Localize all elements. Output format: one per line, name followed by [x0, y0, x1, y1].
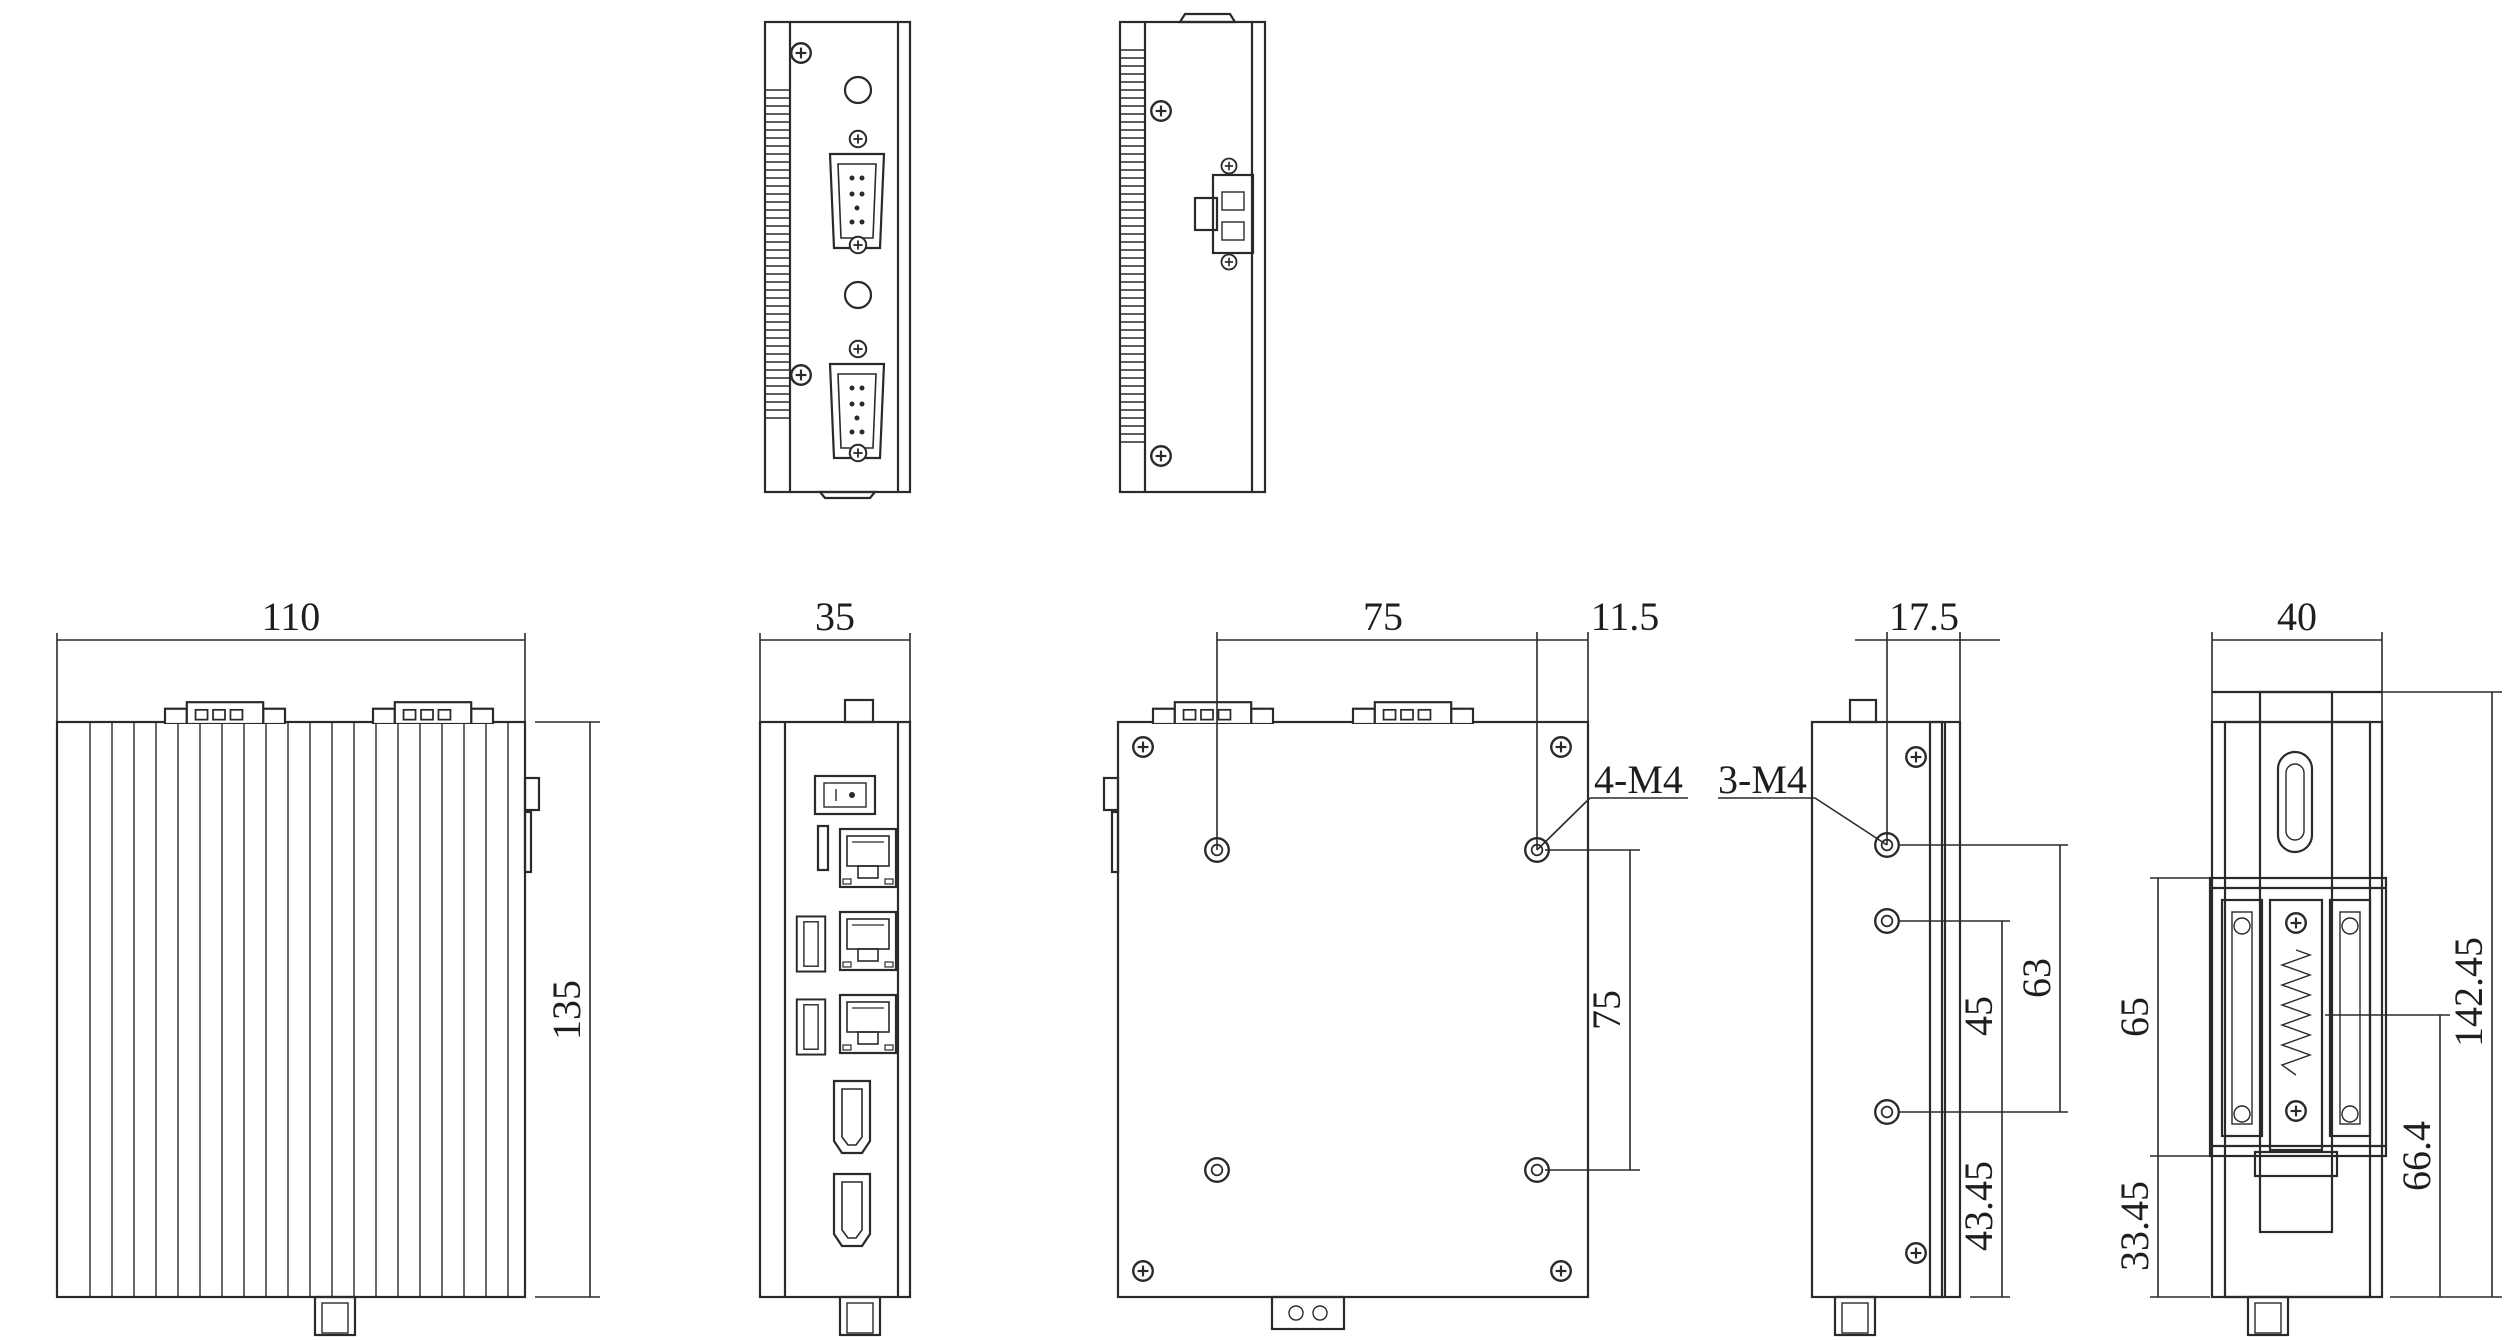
hdmi-port-icon: [832, 1172, 872, 1248]
ethernet-port-icon: [838, 910, 898, 972]
side-view-serial: [763, 20, 912, 500]
usb-port-icon: [795, 998, 827, 1056]
dim-mount-edge-offset: 11.5: [1591, 594, 1660, 639]
usb-port-icon: [795, 915, 827, 973]
led-icon: [843, 280, 873, 310]
screw-icon: [2285, 1100, 2307, 1122]
ethernet-port-icon: [838, 993, 898, 1055]
screw-icon: [1550, 736, 1572, 758]
dim-clip-spring-height: 66.4: [2394, 1121, 2439, 1191]
screw-icon: [1905, 746, 1927, 768]
io-view: [758, 698, 912, 1337]
mount-hole-icon: [1204, 1157, 1230, 1183]
spring-icon: [2268, 898, 2324, 1152]
sd-slot-icon: [816, 824, 830, 872]
label-din-holes: 3-M4: [1718, 757, 1807, 802]
label-mount-holes: 4-M4: [1594, 757, 1683, 802]
screw-icon: [2285, 912, 2307, 934]
screw-icon: [1150, 445, 1172, 467]
connector-icon: [163, 701, 287, 724]
dim-side-depth: 35: [815, 594, 855, 639]
dim-din-offset: 17.5: [1889, 594, 1959, 639]
standoff-icon: [848, 235, 868, 255]
power-terminal-icon: [1193, 157, 1255, 271]
din-clip-view: [2208, 690, 2388, 1337]
din-hole-icon: [1874, 908, 1900, 934]
hdmi-port-icon: [832, 1079, 872, 1155]
dim-front-height: 135: [544, 980, 589, 1040]
dim-front-width: 110: [262, 594, 321, 639]
screw-icon: [1905, 1242, 1927, 1264]
screw-icon: [790, 42, 812, 64]
dim-clip-total-height: 142.45: [2446, 937, 2491, 1047]
standoff-icon: [848, 443, 868, 463]
ethernet-port-icon: [838, 827, 898, 889]
dim-din-pitch-upper: 45: [1956, 996, 2001, 1036]
dimension-labels: 110 135 35 75 11.5 75 4-M4 17.5 3-M4 63 …: [262, 594, 2491, 1271]
dim-mount-pitch-y: 75: [1584, 990, 1629, 1030]
din-side-view: [1810, 698, 1962, 1337]
screw-icon: [1132, 736, 1154, 758]
dim-mount-pitch-x: 75: [1363, 594, 1403, 639]
screw-icon: [1150, 100, 1172, 122]
standoff-icon: [848, 339, 868, 359]
dsub-port-icon: [828, 152, 886, 250]
side-view-power: [1118, 12, 1267, 494]
dim-din-bottom-offset: 43.45: [1956, 1161, 2001, 1251]
standoff-icon: [848, 129, 868, 149]
dim-clip-width: 40: [2277, 594, 2317, 639]
dim-din-pitch-total: 63: [2014, 958, 2059, 998]
screw-icon: [790, 364, 812, 386]
connector-icon: [371, 701, 495, 724]
power-switch-icon: [813, 774, 877, 816]
clip-slot-icon: [2276, 750, 2314, 854]
mounting-view: [1102, 701, 1590, 1331]
connector-icon: [1151, 701, 1275, 724]
dimension-lines: [56, 632, 2502, 1298]
din-hole-icon: [1874, 1099, 1900, 1125]
screw-icon: [1550, 1260, 1572, 1282]
led-icon: [843, 75, 873, 105]
dim-clip-body-height: 65: [2112, 997, 2157, 1037]
dim-clip-bottom-offset: 33.45: [2112, 1181, 2157, 1271]
connector-icon: [1351, 701, 1475, 724]
front-view: [55, 701, 541, 1337]
screw-icon: [1132, 1260, 1154, 1282]
